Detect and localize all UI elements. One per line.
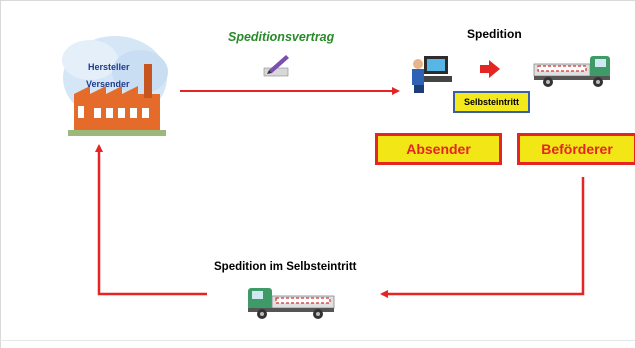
arrow-carrier-down-left [380, 177, 585, 298]
truck-icon [248, 288, 335, 319]
role-sender-box: Absender [375, 133, 502, 165]
pen-icon [263, 55, 289, 77]
frame-left [0, 0, 1, 348]
arrow-back-to-factory [95, 144, 207, 296]
computer-operator-icon [412, 56, 452, 93]
self-entry-title: Spedition im Selbsteintritt [214, 261, 357, 273]
spedition-label: Spedition [467, 27, 522, 41]
arrow-right-icon [480, 60, 500, 78]
contract-label: Speditionsvertrag [228, 30, 335, 44]
self-entry-box: Selbsteintritt [453, 91, 530, 113]
factory-label-manufacturer: Hersteller [88, 62, 130, 72]
factory-icon [62, 36, 168, 136]
role-carrier-box: Beförderer [517, 133, 635, 165]
truck-icon [533, 56, 610, 87]
factory-label-sender: Versender [86, 79, 130, 89]
frame-bottom [0, 340, 635, 341]
factory-sender: Hersteller Versender [60, 30, 172, 140]
frame-top [0, 0, 635, 1]
